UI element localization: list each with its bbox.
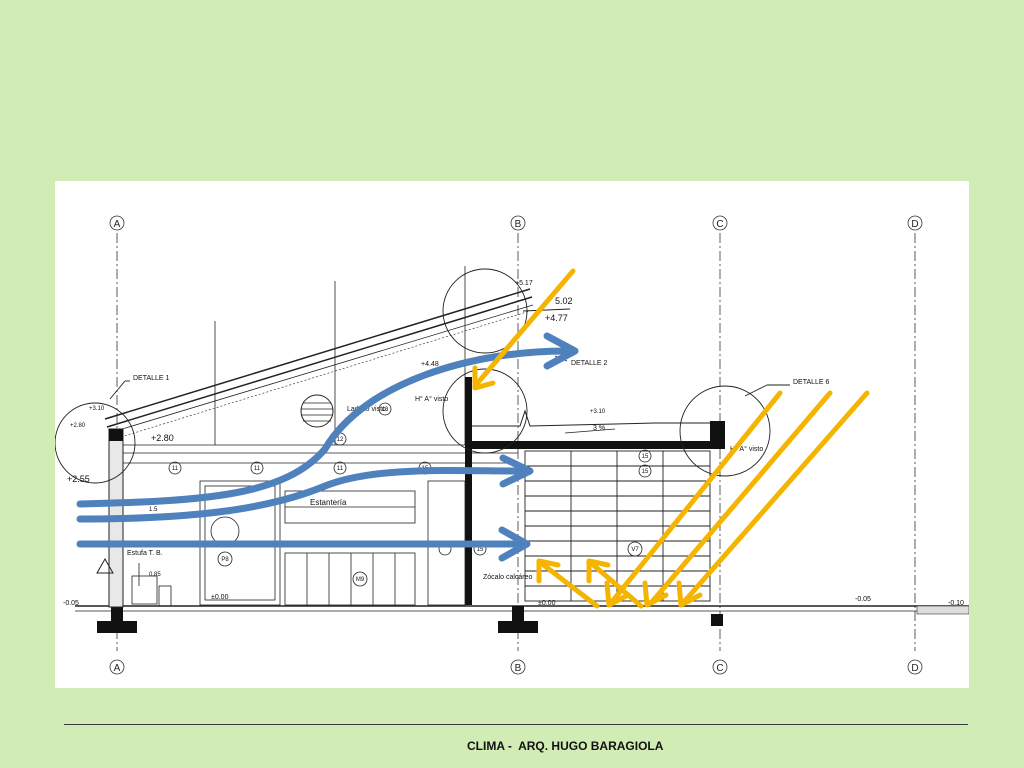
flat-roof — [465, 377, 725, 605]
dim-085-label: 0.85 — [149, 572, 161, 578]
axis-b-bottom: B — [515, 663, 522, 674]
sun-arrowhead-3 — [642, 580, 669, 608]
sun-arrowhead-2 — [604, 580, 631, 608]
airflow-arrowhead-2 — [499, 454, 534, 488]
level-000-right: ±0.00 — [538, 600, 556, 607]
footer-divider — [64, 724, 968, 725]
tag-v7: V7 — [631, 547, 639, 553]
level-005-left: -0.05 — [63, 600, 79, 607]
ha-visto-label-2: H° A° visto — [730, 445, 763, 453]
level-280: +2.80 — [151, 433, 174, 443]
estufa-label: Estufa T. B. — [127, 550, 163, 557]
estanteria-label: Estantería — [310, 498, 347, 507]
warning-icon — [96, 557, 114, 574]
sun-rays — [472, 268, 870, 609]
curtain-wall — [524, 450, 711, 602]
level-280-left: +2.80 — [70, 423, 86, 429]
tag-15d: 15 — [477, 547, 484, 553]
tag-12: 12 — [337, 437, 344, 443]
level-502: 5.02 — [555, 296, 573, 306]
tag-m9: M9 — [356, 577, 365, 583]
level-010: -0.10 — [948, 600, 964, 607]
footer-credit: CLIMA - ARQ. HUGO BARAGIOLA — [467, 739, 664, 753]
airflow-arrowhead-3 — [498, 526, 531, 562]
brick-vent — [300, 394, 334, 428]
axis-b-top: B — [515, 219, 522, 230]
level-310-right: +3.10 — [590, 409, 606, 415]
sun-arrowhead-5 — [536, 558, 561, 584]
detail-6-label: DETALLE 6 — [793, 379, 830, 386]
detail-circles — [55, 268, 790, 484]
level-255: +2.55 — [67, 474, 90, 484]
tag-p8: P8 — [221, 557, 229, 563]
sun-arrowhead-1 — [472, 365, 496, 391]
airflow-arrowhead-1 — [543, 332, 579, 370]
dim-15-label: 1.5 — [149, 507, 158, 513]
ladrillo-label: Ladrillo visto — [347, 406, 386, 413]
tag-15c: 15 — [642, 454, 649, 460]
level-517: +5.17 — [515, 280, 533, 287]
tag-11b: 11 — [254, 466, 261, 472]
axis-c-bottom: C — [716, 663, 723, 674]
sloped-roof — [104, 288, 534, 438]
level-310-left: +3.10 — [89, 406, 105, 412]
tag-11a: 11 — [172, 466, 179, 472]
axis-a-bottom: A — [114, 663, 121, 674]
footings — [97, 606, 723, 633]
section-drawing: A B C D A B C D — [55, 181, 969, 688]
axis-d-bottom: D — [911, 663, 918, 674]
level-005-right: -0.05 — [855, 596, 871, 603]
detail-1-label: DETALLE 1 — [133, 375, 170, 382]
detail-2-label: DETALLE 2 — [571, 360, 608, 367]
level-000-left: ±0.00 — [211, 594, 229, 601]
slope-label: 3 % — [593, 425, 605, 432]
sun-arrowhead-4 — [676, 580, 703, 608]
zocalo-label: Zócalo calcáreo — [483, 574, 533, 581]
level-448: +4.48 — [421, 361, 439, 368]
level-477: +4.77 — [545, 313, 568, 323]
ha-visto-label-1: H° A° visto — [415, 395, 448, 403]
axis-d-top: D — [911, 219, 918, 230]
tag-13: 13 — [382, 407, 389, 413]
airflow-arrows — [76, 347, 569, 548]
axis-c-top: C — [716, 219, 723, 230]
tag-15b: 15 — [642, 469, 649, 475]
axis-a-top: A — [114, 219, 121, 230]
sun-arrowhead-6 — [586, 558, 611, 584]
tag-11c: 11 — [337, 466, 344, 472]
